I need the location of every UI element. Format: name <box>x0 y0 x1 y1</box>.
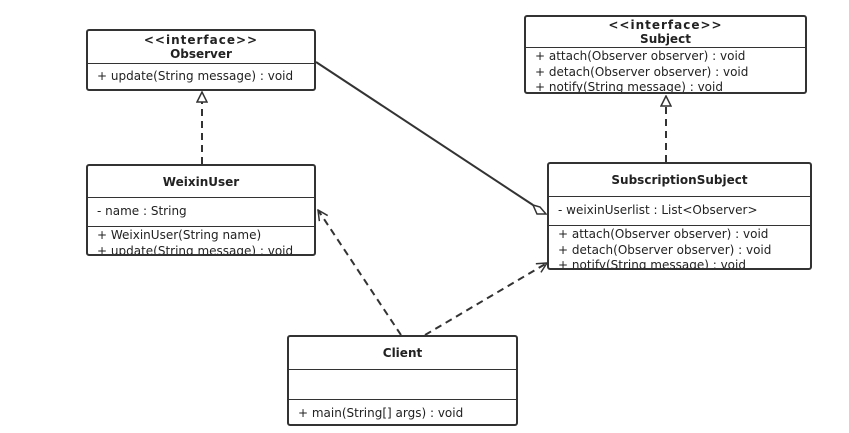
subject-methods: + attach(Observer observer) : void + det… <box>526 48 805 94</box>
method-item: + detach(Observer observer) : void <box>535 64 749 79</box>
method-item: + update(String message) : void <box>97 69 294 83</box>
weixinuser-methods: + WeixinUser(String name) + update(Strin… <box>88 227 314 256</box>
subject-stereotype: <<interface>> <box>608 18 723 32</box>
weixinuser-header: WeixinUser <box>88 166 314 198</box>
weixinuser-name: WeixinUser <box>162 174 240 189</box>
method-item: + attach(Observer observer) : void <box>558 227 769 241</box>
weixinuser-attributes: - name : String <box>88 198 314 227</box>
observer-methods: + update(String message) : void <box>88 64 314 85</box>
dependency-client-subscriptionsubject[interactable] <box>424 262 547 336</box>
attribute-item: - weixinUserlist : List<Observer> <box>558 203 758 217</box>
subscriptionsubject-methods: + attach(Observer observer) : void + det… <box>549 226 810 270</box>
observer-name: Observer <box>170 47 232 61</box>
observer-header: <<interface>> Observer <box>88 31 314 64</box>
method-item: + detach(Observer observer) : void <box>558 242 772 257</box>
client-methods: + main(String[] args) : void <box>289 400 516 422</box>
subscriptionsubject-header: SubscriptionSubject <box>549 164 810 197</box>
method-item: + notify(String message) : void <box>535 80 723 94</box>
client-class-box[interactable]: Client + main(String[] args) : void <box>287 335 518 426</box>
subscriptionsubject-name: SubscriptionSubject <box>611 173 748 187</box>
client-attributes <box>289 370 516 400</box>
weixinuser-class-box[interactable]: WeixinUser - name : String + WeixinUser(… <box>86 164 316 256</box>
method-item: + WeixinUser(String name) <box>97 228 262 242</box>
client-header: Client <box>289 337 516 370</box>
client-name: Client <box>382 346 423 360</box>
attribute-item: - name : String <box>97 204 187 218</box>
subject-header: <<interface>> Subject <box>526 17 805 48</box>
subject-interface-box[interactable]: <<interface>> Subject + attach(Observer … <box>524 15 807 94</box>
subject-name: Subject <box>640 32 691 46</box>
observer-interface-box[interactable]: <<interface>> Observer + update(String m… <box>86 29 316 91</box>
observer-stereotype: <<interface>> <box>143 33 259 47</box>
method-item: + main(String[] args) : void <box>298 406 464 420</box>
subscriptionsubject-class-box[interactable]: SubscriptionSubject - weixinUserlist : L… <box>547 162 812 270</box>
aggregation-observer-subscriptionsubject[interactable] <box>315 61 548 215</box>
subscriptionsubject-attributes: - weixinUserlist : List<Observer> <box>549 197 810 226</box>
dependency-client-weixinuser[interactable] <box>318 210 402 336</box>
method-item: + notify(String message) : void <box>558 258 746 270</box>
method-item: + attach(Observer observer) : void <box>535 49 746 63</box>
method-item: + update(String message) : void <box>97 243 294 256</box>
